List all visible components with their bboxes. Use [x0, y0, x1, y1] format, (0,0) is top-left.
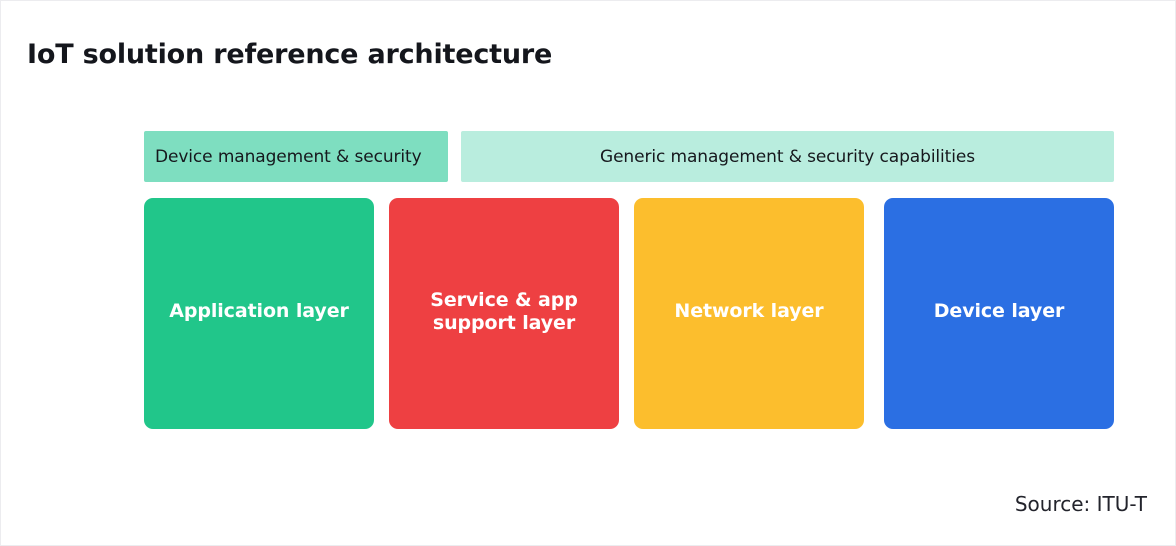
- layer-card-row: Application layer Service & app support …: [144, 198, 1114, 429]
- management-banner-row: Device management & security Generic man…: [144, 131, 1114, 182]
- layer-card-device: Device layer: [884, 198, 1114, 429]
- layer-card-application: Application layer: [144, 198, 374, 429]
- layer-card-network: Network layer: [634, 198, 864, 429]
- layer-card-network-label: Network layer: [674, 300, 824, 323]
- page-title: IoT solution reference architecture: [27, 39, 553, 70]
- banner-device-management: Device management & security: [144, 131, 448, 182]
- banner-generic-management: Generic management & security capabiliti…: [461, 131, 1114, 182]
- banner-generic-management-label: Generic management & security capabiliti…: [600, 146, 975, 167]
- banner-device-management-label: Device management & security: [155, 146, 422, 167]
- layer-card-application-label: Application layer: [169, 300, 349, 323]
- layer-card-device-label: Device layer: [933, 300, 1065, 323]
- layer-card-service-app-support-label: Service & app support layer: [430, 289, 578, 334]
- source-attribution: Source: ITU-T: [1014, 492, 1147, 516]
- layer-card-service-app-support: Service & app support layer: [389, 198, 619, 429]
